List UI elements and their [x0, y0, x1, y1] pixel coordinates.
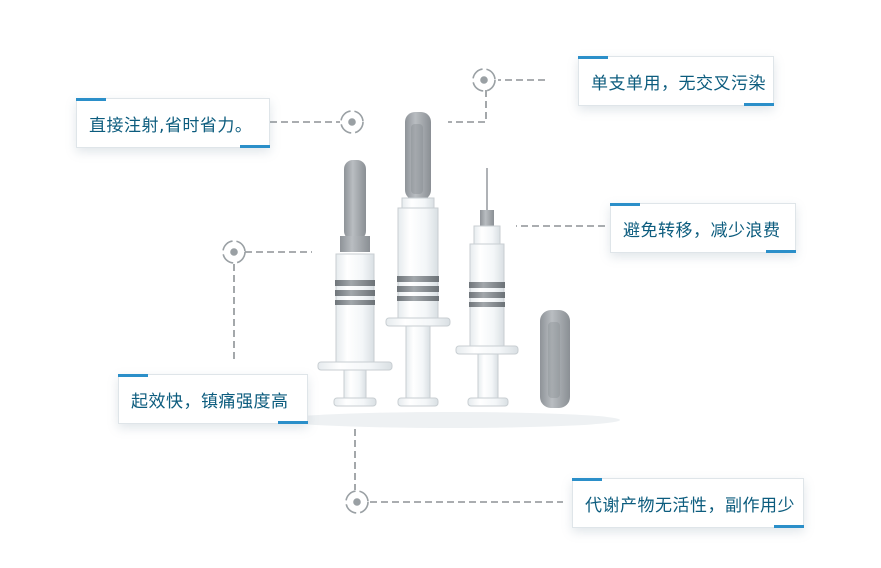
callout-single-use: 单支单用，无交叉污染 [578, 56, 774, 106]
callout-fast-onset: 起效快，镇痛强度高 [118, 374, 308, 424]
callout-reduce-waste: 避免转移，减少浪费 [610, 203, 796, 253]
callout-text: 单支单用，无交叉污染 [591, 73, 766, 94]
callout-text: 起效快，镇痛强度高 [131, 391, 289, 412]
callout-text: 直接注射,省时省力。 [89, 115, 253, 136]
target-marker-icon [222, 68, 496, 514]
syringe-3 [455, 168, 519, 407]
callout-text: 避免转移，减少浪费 [623, 220, 781, 241]
callout-text: 代谢产物无活性，副作用少 [585, 495, 795, 516]
callout-direct-injection: 直接注射,省时省力。 [76, 98, 270, 148]
callout-inactive-metabolites: 代谢产物无活性，副作用少 [572, 478, 804, 528]
syringe-cap [540, 310, 570, 408]
syringe-1 [317, 160, 393, 407]
syringe-2 [385, 112, 451, 407]
